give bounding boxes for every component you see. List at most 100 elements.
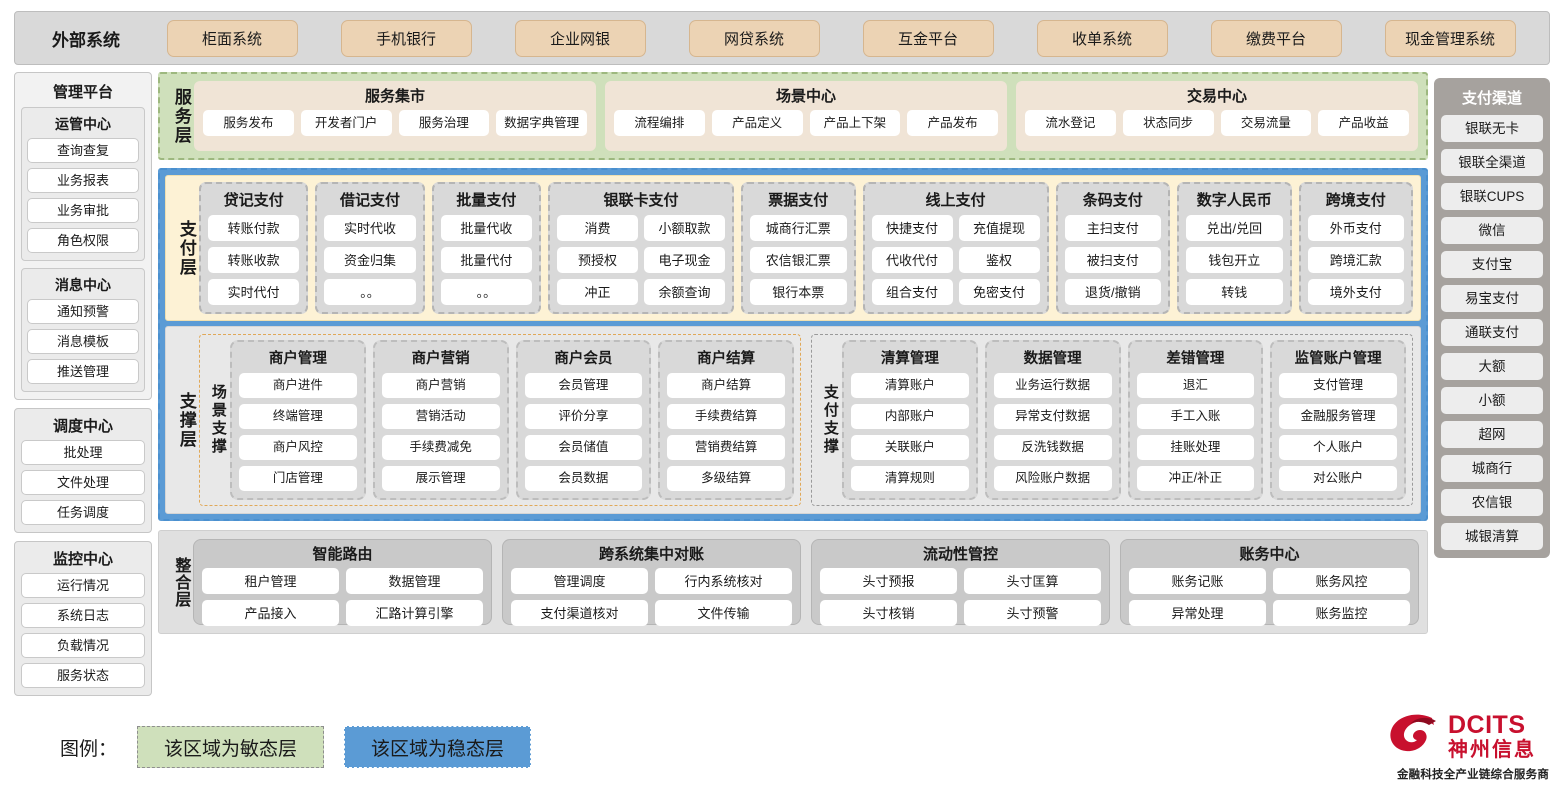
- service-item[interactable]: 开发者门户: [300, 110, 392, 136]
- support-item[interactable]: 退汇: [1136, 373, 1255, 398]
- sidebar-item[interactable]: 消息模板: [27, 329, 139, 354]
- service-item[interactable]: 产品定义: [711, 110, 803, 136]
- external-system-item[interactable]: 互金平台: [862, 19, 994, 57]
- payment-item[interactable]: 。。: [440, 279, 532, 305]
- payment-channel-item[interactable]: 超网: [1441, 421, 1543, 448]
- integration-item[interactable]: 租户管理: [202, 568, 339, 594]
- payment-item[interactable]: 主扫支付: [1064, 215, 1162, 241]
- support-item[interactable]: 反洗钱数据: [993, 435, 1112, 460]
- integration-item[interactable]: 支付渠道核对: [511, 600, 648, 626]
- sidebar-item[interactable]: 角色权限: [27, 228, 139, 253]
- payment-channel-item[interactable]: 城商行: [1441, 455, 1543, 482]
- payment-item[interactable]: 境外支付: [1307, 279, 1405, 305]
- payment-item[interactable]: 银行本票: [750, 279, 847, 305]
- integration-item[interactable]: 数据管理: [346, 568, 483, 594]
- support-item[interactable]: 营销活动: [381, 404, 500, 429]
- sidebar-item[interactable]: 系统日志: [21, 603, 145, 628]
- sidebar-item[interactable]: 运行情况: [21, 573, 145, 598]
- integration-item[interactable]: 头寸核销: [820, 600, 957, 626]
- payment-channel-item[interactable]: 农信银: [1441, 489, 1543, 516]
- payment-channel-item[interactable]: 城银清算: [1441, 523, 1543, 550]
- sidebar-item[interactable]: 批处理: [21, 440, 145, 465]
- support-item[interactable]: 营销费结算: [667, 435, 785, 460]
- service-item[interactable]: 产品上下架: [809, 110, 901, 136]
- payment-item[interactable]: 余额查询: [644, 279, 726, 305]
- payment-item[interactable]: 组合支付: [871, 279, 953, 305]
- payment-channel-item[interactable]: 支付宝: [1441, 251, 1543, 278]
- payment-channel-item[interactable]: 银联全渠道: [1441, 149, 1543, 176]
- payment-item[interactable]: 钱包开立: [1186, 247, 1283, 273]
- external-system-item[interactable]: 企业网银: [514, 19, 646, 57]
- service-item[interactable]: 服务治理: [398, 110, 490, 136]
- payment-item[interactable]: 资金归集: [324, 247, 416, 273]
- integration-item[interactable]: 异常处理: [1129, 600, 1266, 626]
- service-item[interactable]: 产品发布: [907, 110, 998, 136]
- external-system-item[interactable]: 网贷系统: [688, 19, 820, 57]
- support-item[interactable]: 评价分享: [524, 404, 643, 429]
- service-item[interactable]: 服务发布: [203, 110, 294, 136]
- integration-item[interactable]: 头寸匡算: [964, 568, 1101, 594]
- payment-item[interactable]: 转账收款: [208, 247, 300, 273]
- external-system-item[interactable]: 现金管理系统: [1384, 19, 1516, 57]
- payment-item[interactable]: 批量代收: [440, 215, 532, 241]
- support-item[interactable]: 挂账处理: [1136, 435, 1255, 460]
- support-item[interactable]: 展示管理: [381, 466, 500, 491]
- service-item[interactable]: 数据字典管理: [496, 110, 587, 136]
- payment-channel-item[interactable]: 银联CUPS: [1441, 183, 1543, 210]
- support-item[interactable]: 业务运行数据: [993, 373, 1112, 398]
- payment-item[interactable]: 免密支付: [958, 279, 1040, 305]
- support-item[interactable]: 个人账户: [1279, 435, 1397, 460]
- payment-item[interactable]: 被扫支付: [1064, 247, 1162, 273]
- support-item[interactable]: 会员管理: [524, 373, 643, 398]
- support-item[interactable]: 清算账户: [851, 373, 969, 398]
- support-item[interactable]: 手续费减免: [381, 435, 500, 460]
- payment-channel-item[interactable]: 通联支付: [1441, 319, 1543, 346]
- support-item[interactable]: 会员储值: [524, 435, 643, 460]
- sidebar-item[interactable]: 业务审批: [27, 198, 139, 223]
- payment-item[interactable]: 代收代付: [871, 247, 953, 273]
- payment-channel-item[interactable]: 易宝支付: [1441, 285, 1543, 312]
- support-item[interactable]: 支付管理: [1279, 373, 1397, 398]
- service-item[interactable]: 交易流量: [1220, 110, 1312, 136]
- integration-item[interactable]: 账务监控: [1273, 600, 1410, 626]
- payment-item[interactable]: 预授权: [556, 247, 638, 273]
- payment-item[interactable]: 城商行汇票: [750, 215, 847, 241]
- sidebar-item[interactable]: 推送管理: [27, 359, 139, 384]
- external-system-item[interactable]: 收单系统: [1036, 19, 1168, 57]
- support-item[interactable]: 关联账户: [851, 435, 969, 460]
- service-item[interactable]: 状态同步: [1122, 110, 1214, 136]
- integration-item[interactable]: 头寸预警: [964, 600, 1101, 626]
- payment-item[interactable]: 兑出/兑回: [1186, 215, 1283, 241]
- support-item[interactable]: 门店管理: [239, 466, 357, 491]
- sidebar-item[interactable]: 服务状态: [21, 663, 145, 688]
- integration-item[interactable]: 头寸预报: [820, 568, 957, 594]
- payment-item[interactable]: 外币支付: [1307, 215, 1405, 241]
- payment-channel-item[interactable]: 小额: [1441, 387, 1543, 414]
- sidebar-item[interactable]: 负载情况: [21, 633, 145, 658]
- support-item[interactable]: 手续费结算: [667, 404, 785, 429]
- sidebar-item[interactable]: 任务调度: [21, 500, 145, 525]
- integration-item[interactable]: 产品接入: [202, 600, 339, 626]
- payment-item[interactable]: 冲正: [556, 279, 638, 305]
- service-item[interactable]: 流水登记: [1025, 110, 1116, 136]
- sidebar-item[interactable]: 文件处理: [21, 470, 145, 495]
- payment-item[interactable]: 小额取款: [644, 215, 726, 241]
- payment-item[interactable]: 实时代收: [324, 215, 416, 241]
- integration-item[interactable]: 账务风控: [1273, 568, 1410, 594]
- sidebar-item[interactable]: 业务报表: [27, 168, 139, 193]
- payment-item[interactable]: 充值提现: [958, 215, 1040, 241]
- support-item[interactable]: 对公账户: [1279, 466, 1397, 491]
- support-item[interactable]: 金融服务管理: [1279, 404, 1397, 429]
- support-item[interactable]: 商户营销: [381, 373, 500, 398]
- sidebar-item[interactable]: 通知预警: [27, 299, 139, 324]
- integration-item[interactable]: 账务记账: [1129, 568, 1266, 594]
- integration-item[interactable]: 文件传输: [655, 600, 792, 626]
- payment-item[interactable]: 消费: [556, 215, 638, 241]
- payment-item[interactable]: 退货/撤销: [1064, 279, 1162, 305]
- external-system-item[interactable]: 柜面系统: [166, 19, 298, 57]
- support-item[interactable]: 手工入账: [1136, 404, 1255, 429]
- service-item[interactable]: 流程编排: [614, 110, 705, 136]
- support-item[interactable]: 终端管理: [239, 404, 357, 429]
- support-item[interactable]: 商户进件: [239, 373, 357, 398]
- sidebar-item[interactable]: 查询查复: [27, 138, 139, 163]
